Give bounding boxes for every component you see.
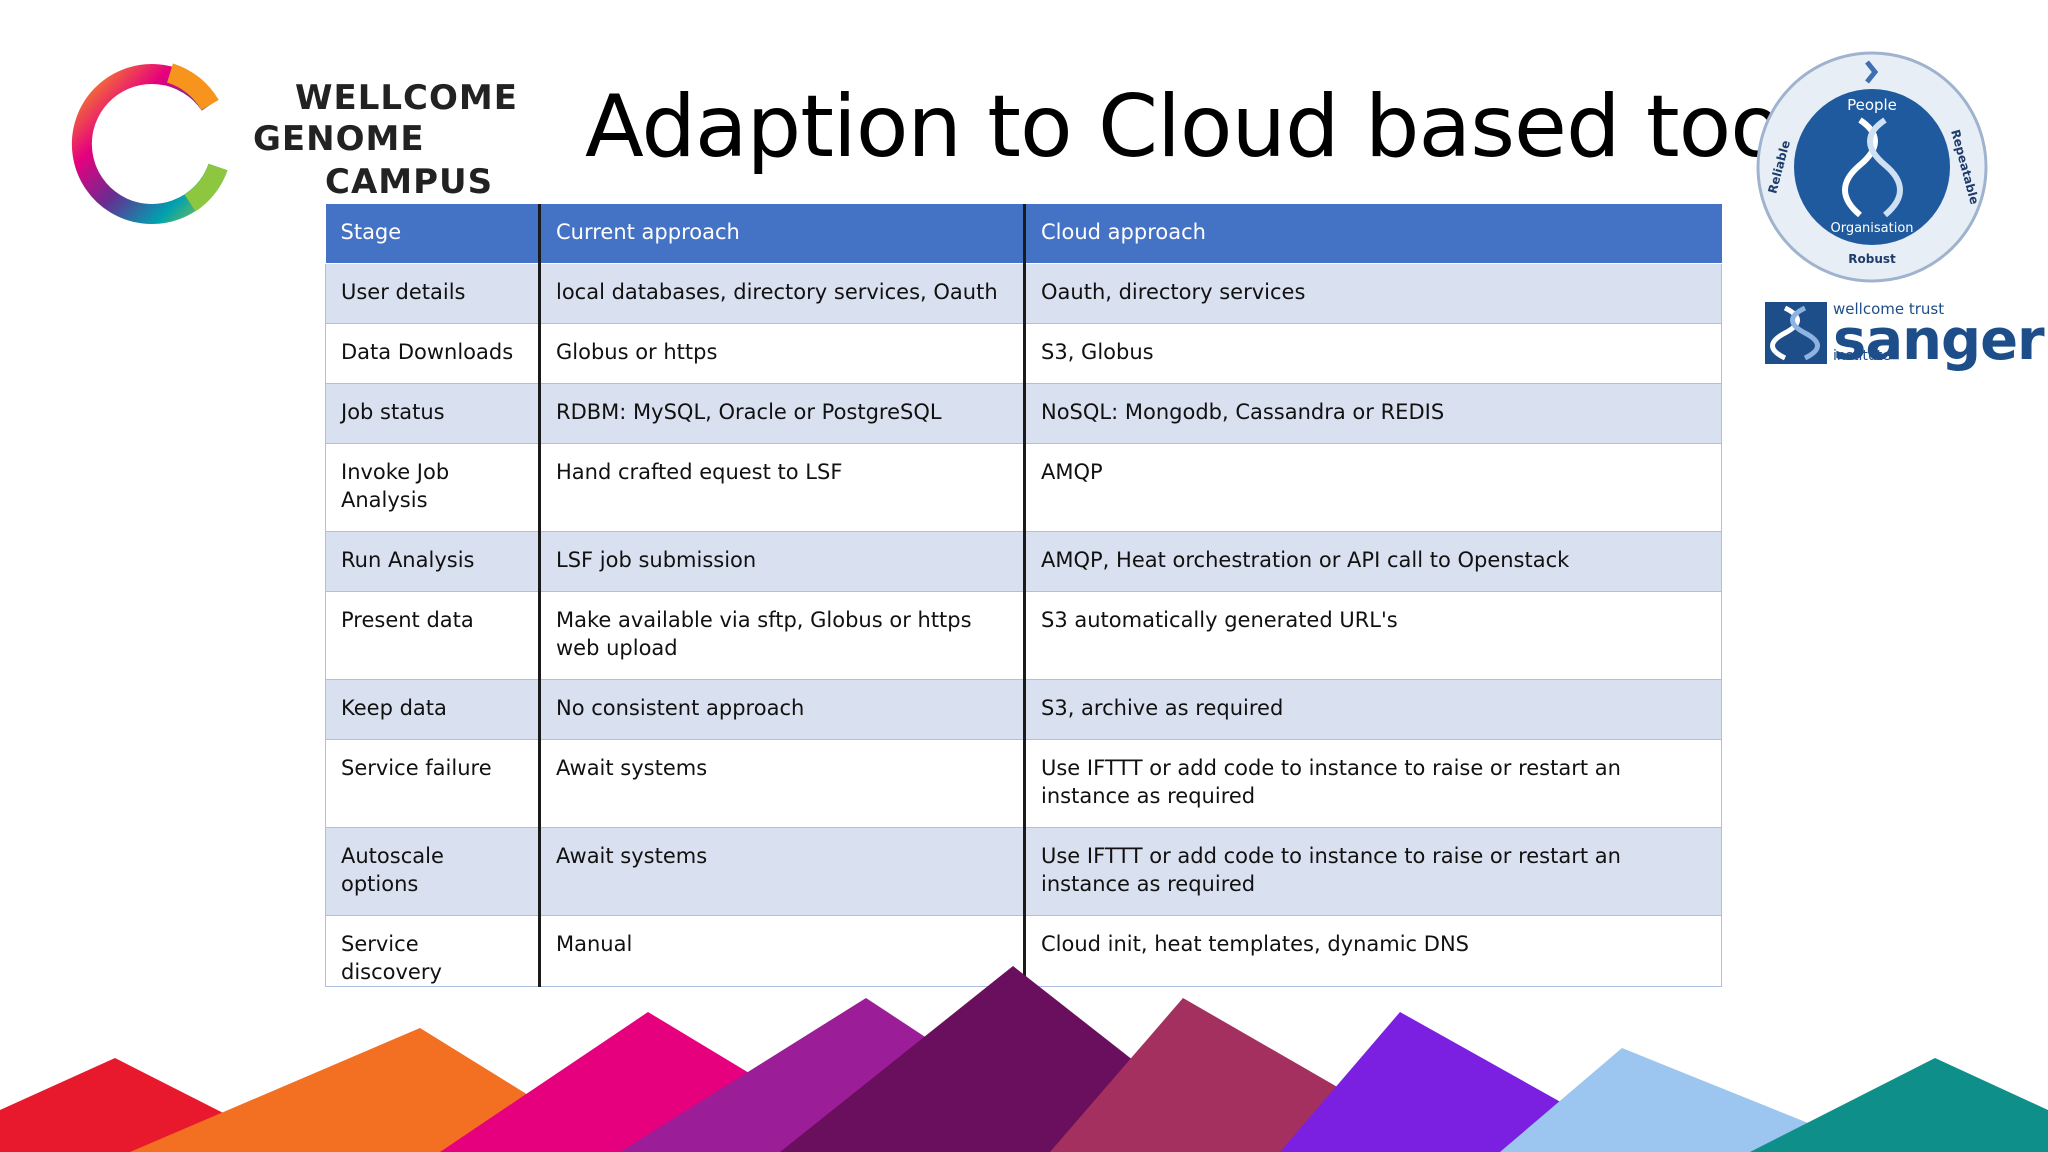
cell-current: Await systems — [539, 827, 1026, 916]
cell-current: Await systems — [539, 739, 1026, 828]
cell-stage: Keep data — [325, 679, 541, 740]
cell-current: No consistent approach — [539, 679, 1026, 740]
logo-line-genome: GENOME — [253, 119, 425, 159]
header-stage: Stage — [325, 204, 541, 264]
table-row: Job status RDBM: MySQL, Oracle or Postgr… — [325, 383, 1722, 444]
sanger-institute-text: institute — [1833, 348, 1891, 364]
slide-title: Adaption to Cloud based tools — [585, 77, 1850, 177]
wellcome-genome-campus-logo: WELLCOME GENOME CAMPUS — [70, 55, 540, 225]
header-cloud-approach: Cloud approach — [1024, 204, 1722, 264]
table-row: Keep data No consistent approach S3, arc… — [325, 679, 1722, 740]
badge-people-text: People — [1847, 96, 1897, 114]
table-row: Data Downloads Globus or https S3, Globu… — [325, 323, 1722, 384]
cell-cloud: Use IFTTT or add code to instance to rai… — [1024, 739, 1722, 828]
badge-robust-text: Robust — [1848, 252, 1896, 266]
cell-current: Globus or https — [539, 323, 1026, 384]
cell-cloud: S3 automatically generated URL's — [1024, 591, 1722, 680]
cell-stage: Autoscale options — [325, 827, 541, 916]
badge-organisation-text: Organisation — [1830, 221, 1913, 236]
cell-current: RDBM: MySQL, Oracle or PostgreSQL — [539, 383, 1026, 444]
people-organisation-badge: People Organisation Robust Reliable Repe… — [1756, 51, 1988, 283]
cell-current: Hand crafted equest to LSF — [539, 443, 1026, 532]
cell-current: Manual — [539, 915, 1026, 987]
cell-stage: User details — [325, 263, 541, 324]
cell-stage: Job status — [325, 383, 541, 444]
cell-cloud: AMQP — [1024, 443, 1722, 532]
cell-stage: Invoke Job Analysis — [325, 443, 541, 532]
cell-cloud: Cloud init, heat templates, dynamic DNS — [1024, 915, 1722, 987]
wgc-ring-icon — [71, 63, 228, 224]
table-row: Service failure Await systems Use IFTTT … — [325, 739, 1722, 828]
table-row: Service discovery Manual Cloud init, hea… — [325, 915, 1722, 987]
logo-line-campus: CAMPUS — [325, 162, 494, 202]
cell-cloud: NoSQL: Mongodb, Cassandra or REDIS — [1024, 383, 1722, 444]
cell-cloud: S3, Globus — [1024, 323, 1722, 384]
cell-current: LSF job submission — [539, 531, 1026, 592]
cell-stage: Data Downloads — [325, 323, 541, 384]
badge-arrow-icon — [1865, 60, 1879, 84]
cell-stage: Run Analysis — [325, 531, 541, 592]
cloud-approach-table: Stage Current approach Cloud approach Us… — [325, 204, 1722, 987]
cell-cloud: Oauth, directory services — [1024, 263, 1722, 324]
cell-current: Make available via sftp, Globus or https… — [539, 591, 1026, 680]
cell-stage: Service failure — [325, 739, 541, 828]
table-row: User details local databases, directory … — [325, 263, 1722, 324]
header-current-approach: Current approach — [539, 204, 1026, 264]
sanger-wellcome-trust: wellcome trust — [1833, 300, 1945, 318]
table-row: Autoscale options Await systems Use IFTT… — [325, 827, 1722, 916]
sanger-institute-logo: wellcome trust sanger institute — [1765, 298, 2045, 373]
mountain-decoration — [0, 966, 2048, 1152]
table-row: Invoke Job Analysis Hand crafted equest … — [325, 443, 1722, 532]
sanger-wordmark: sanger — [1833, 308, 2045, 373]
table-row: Present data Make available via sftp, Gl… — [325, 591, 1722, 680]
cell-cloud: S3, archive as required — [1024, 679, 1722, 740]
logo-line-wellcome: WELLCOME — [295, 78, 518, 118]
cell-cloud: AMQP, Heat orchestration or API call to … — [1024, 531, 1722, 592]
cell-stage: Present data — [325, 591, 541, 680]
sanger-dna-icon — [1765, 302, 1827, 364]
cell-current: local databases, directory services, Oau… — [539, 263, 1026, 324]
cell-stage: Service discovery — [325, 915, 541, 987]
cell-cloud: Use IFTTT or add code to instance to rai… — [1024, 827, 1722, 916]
table-row: Run Analysis LSF job submission AMQP, He… — [325, 531, 1722, 592]
